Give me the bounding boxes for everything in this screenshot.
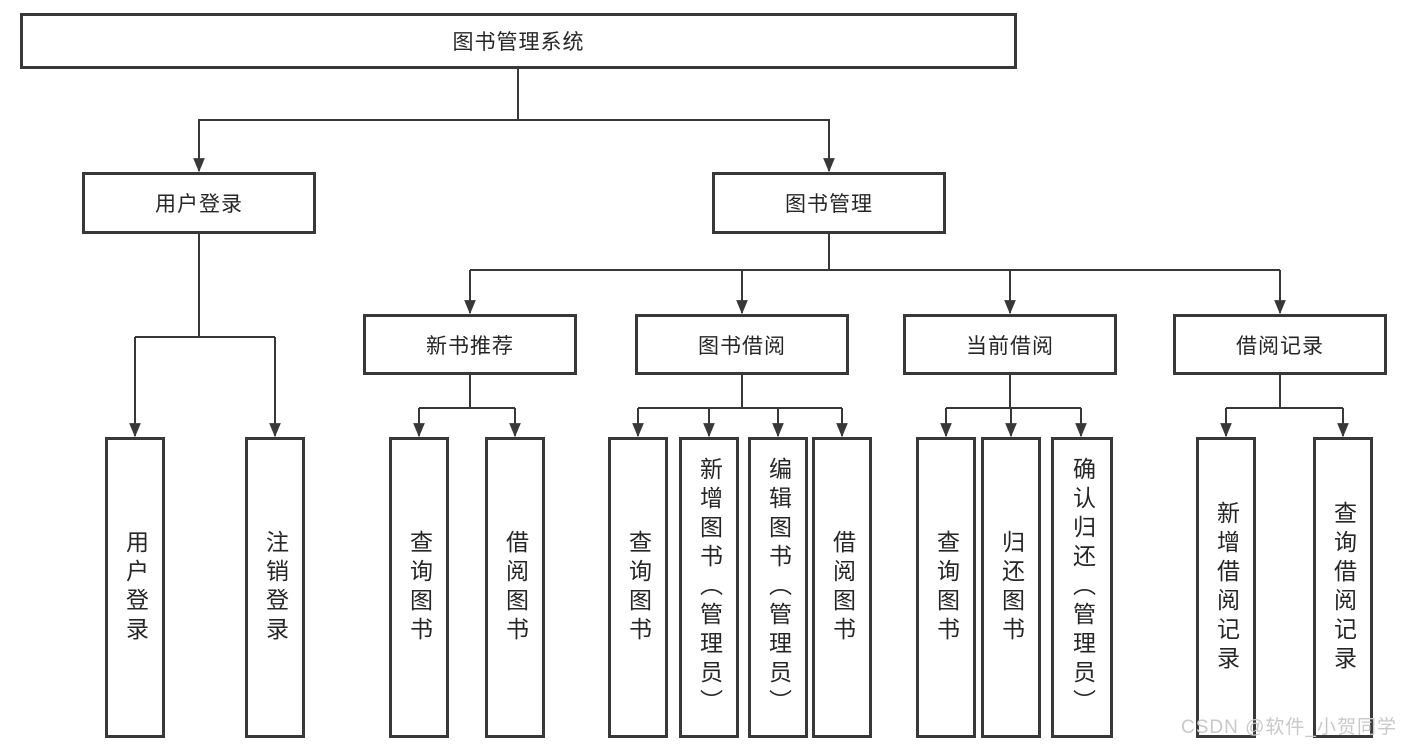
leaf-borrow-books-2: 借阅图书 [812, 437, 872, 738]
node-label: 图书借阅 [698, 334, 786, 358]
leaf-logout: 注销登录 [245, 437, 305, 738]
connector-group4-trunk [1226, 375, 1343, 409]
leaf-edit-books-admin: 编辑图书（管理员） [748, 437, 808, 738]
connector-group1-trunk [419, 375, 515, 409]
node-borrow-records: 借阅记录 [1173, 314, 1387, 375]
node-label: 查询图书 [406, 529, 433, 646]
leaf-add-borrow-record: 新增借阅记录 [1196, 437, 1256, 738]
node-book-management: 图书管理 [712, 172, 946, 234]
leaf-add-books-admin: 新增图书（管理员） [679, 437, 739, 738]
node-label: 借阅图书 [502, 529, 529, 646]
connector-group2-trunk [638, 375, 842, 409]
node-book-borrow: 图书借阅 [635, 314, 849, 375]
leaf-query-books-1: 查询图书 [389, 437, 449, 738]
leaf-query-books-2: 查询图书 [608, 437, 668, 738]
leaf-return-books: 归还图书 [981, 437, 1041, 738]
watermark-text: CSDN @软件_小贺同学 [1181, 717, 1397, 738]
node-label: 图书管理 [785, 193, 873, 216]
node-label: 归还图书 [998, 529, 1025, 646]
connector-login-trunk [135, 234, 275, 338]
node-label: 借阅记录 [1236, 334, 1324, 358]
node-label: 新增借阅记录 [1213, 500, 1240, 675]
node-label: 用户登录 [155, 193, 243, 216]
node-root-system: 图书管理系统 [20, 13, 1017, 69]
node-user-login: 用户登录 [82, 172, 316, 234]
connector-root-trunk [198, 69, 830, 121]
node-label: 当前借阅 [966, 334, 1054, 358]
leaf-user-login: 用户登录 [105, 437, 165, 738]
connector-mgmt-trunk [470, 234, 1280, 271]
node-label: 用户登录 [122, 529, 149, 646]
node-label: 确认归还（管理员） [1069, 457, 1096, 718]
node-label: 图书管理系统 [452, 31, 585, 54]
leaf-query-borrow-record: 查询借阅记录 [1313, 437, 1373, 738]
node-label: 新书推荐 [426, 334, 514, 358]
node-new-book-recommend: 新书推荐 [363, 314, 577, 375]
node-label: 查询图书 [933, 529, 960, 646]
node-label: 查询图书 [625, 529, 652, 646]
node-current-borrow: 当前借阅 [903, 314, 1117, 375]
node-label: 新增图书（管理员） [696, 457, 723, 718]
node-label: 借阅图书 [829, 529, 856, 646]
connector-group3-trunk [946, 375, 1081, 409]
leaf-confirm-return-admin: 确认归还（管理员） [1051, 437, 1113, 738]
node-label: 查询借阅记录 [1330, 500, 1357, 675]
node-label: 编辑图书（管理员） [765, 457, 792, 718]
node-label: 注销登录 [262, 529, 289, 646]
leaf-borrow-books-1: 借阅图书 [485, 437, 545, 738]
leaf-query-books-3: 查询图书 [916, 437, 976, 738]
